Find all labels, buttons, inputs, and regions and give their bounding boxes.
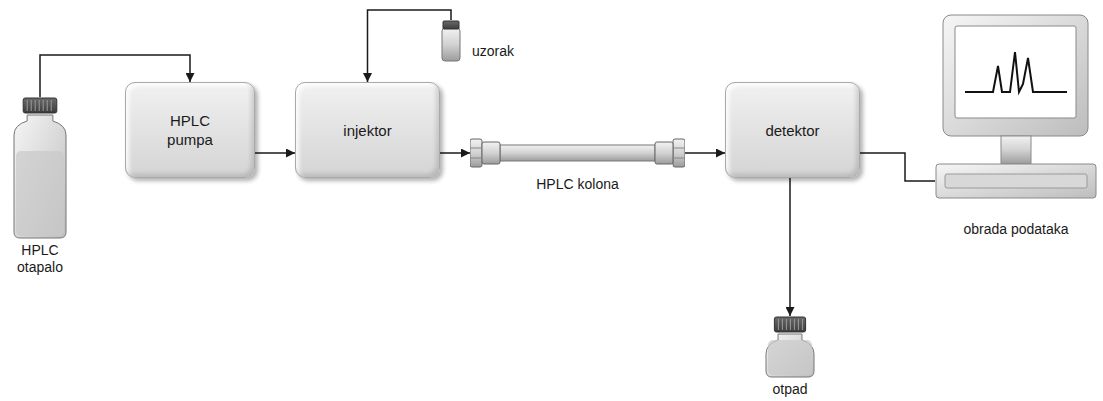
bottle-shape bbox=[764, 316, 816, 378]
chromatogram bbox=[965, 52, 1067, 92]
solvent-bottle: HPLC otapalo bbox=[2, 97, 78, 276]
box-label: detektor bbox=[765, 121, 819, 140]
keyboard-slot bbox=[945, 174, 1087, 188]
cap-ridges bbox=[27, 100, 51, 111]
hplc-column: HPLC kolona bbox=[470, 138, 685, 193]
monitor-shape bbox=[935, 14, 1097, 199]
flow-connector bbox=[440, 152, 470, 154]
bottle-cap bbox=[23, 98, 57, 113]
bottle-body bbox=[766, 334, 814, 377]
part-label: uzorak bbox=[472, 43, 514, 62]
box-label: HPLC pumpa bbox=[154, 111, 226, 149]
flow-connector bbox=[789, 178, 791, 316]
vial-body bbox=[442, 28, 460, 61]
computer-base bbox=[936, 164, 1096, 198]
part-label: obrada podataka bbox=[963, 221, 1068, 238]
vial-shape bbox=[440, 20, 462, 62]
flow-connector bbox=[368, 10, 452, 82]
process-box: detektor bbox=[725, 82, 860, 178]
monitor-screen bbox=[955, 26, 1076, 118]
cap-ridges bbox=[778, 319, 802, 330]
monitor-frame bbox=[943, 15, 1088, 136]
column-tube bbox=[500, 145, 655, 161]
vial-cap bbox=[443, 21, 459, 29]
waste-bottle: otpad bbox=[758, 316, 822, 398]
bottle-liquid bbox=[16, 151, 64, 236]
bottle-shape bbox=[12, 97, 68, 239]
bottle-body bbox=[14, 115, 66, 238]
flow-connector bbox=[860, 153, 935, 181]
box-label: injektor bbox=[343, 121, 391, 140]
process-box: HPLC pumpa bbox=[125, 82, 255, 178]
flow-connector bbox=[685, 152, 725, 154]
monitor-stand bbox=[1001, 136, 1031, 164]
column-fitting bbox=[470, 139, 500, 167]
part-label: HPLC kolona bbox=[536, 176, 619, 193]
column-fitting bbox=[655, 139, 685, 167]
bottle-cap bbox=[774, 317, 805, 332]
part-label: HPLC otapalo bbox=[2, 242, 78, 276]
computer-monitor: obrada podataka bbox=[935, 14, 1097, 238]
process-box: injektor bbox=[295, 82, 440, 178]
sample-vial: uzorak bbox=[440, 20, 514, 62]
part-label: otpad bbox=[772, 381, 807, 398]
bottle-liquid bbox=[768, 340, 812, 375]
flow-connector bbox=[255, 152, 295, 154]
column-shape bbox=[470, 138, 685, 168]
